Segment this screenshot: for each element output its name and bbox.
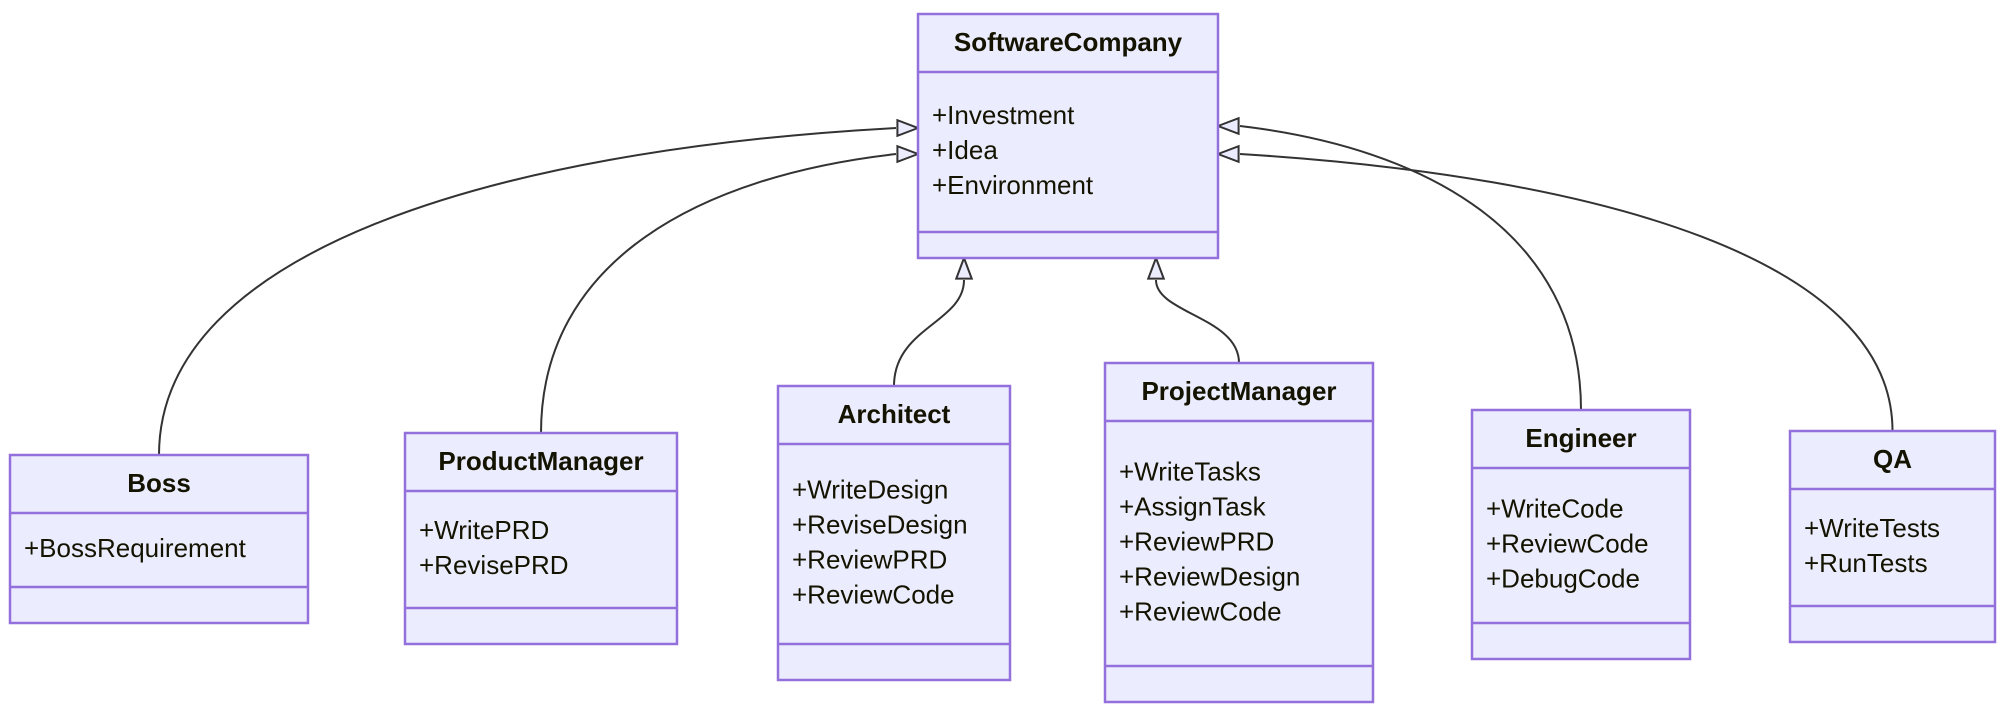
class-title: QA — [1873, 444, 1912, 474]
class-attribute: +ReviseDesign — [792, 509, 968, 539]
inheritance-arrowhead — [954, 255, 974, 280]
class-title: SoftwareCompany — [954, 27, 1183, 57]
class-nodes-layer: SoftwareCompany +Investment +Idea +Environm… — [8, 12, 1997, 704]
class-attribute: +Investment — [932, 100, 1075, 130]
inheritance-edge-productmanager-to-softwarecompany — [540, 153, 897, 434]
class-box-outline — [1103, 361, 1375, 704]
inheritance-edge-architect-to-softwarecompany — [893, 279, 965, 387]
class-node-projectmanager[interactable]: ProjectManager +WriteTasks +AssignTask +Rev… — [1103, 361, 1375, 704]
class-attribute: +WriteTasks — [1119, 456, 1261, 486]
class-attribute: +WritePRD — [419, 515, 549, 545]
class-box-outline — [916, 12, 1220, 260]
class-node-boss[interactable]: Boss +BossRequirement — [8, 453, 310, 625]
class-attribute: +WriteCode — [1486, 493, 1624, 523]
inheritance-edge-boss-to-softwarecompany — [158, 127, 897, 456]
class-title: Engineer — [1525, 423, 1636, 453]
class-title: ProjectManager — [1141, 376, 1336, 406]
class-box-outline — [1470, 408, 1692, 661]
inheritance-edge-engineer-to-softwarecompany — [1239, 125, 1582, 411]
relationship-edges-layer — [158, 116, 1894, 456]
class-attribute: +ReviewCode — [792, 579, 955, 609]
class-attribute: +Idea — [932, 135, 998, 165]
inheritance-arrowhead — [896, 118, 921, 138]
class-attribute: +WriteTests — [1804, 513, 1940, 543]
class-attribute: +ReviewPRD — [792, 544, 947, 574]
class-attribute: +RunTests — [1804, 548, 1928, 578]
class-attribute: +BossRequirement — [24, 533, 247, 563]
inheritance-arrowhead — [896, 144, 921, 164]
class-box-outline — [8, 453, 310, 625]
class-attribute: +WriteDesign — [792, 474, 948, 504]
class-attribute: +AssignTask — [1119, 491, 1267, 521]
class-attribute: +DebugCode — [1486, 563, 1640, 593]
class-node-architect[interactable]: Architect +WriteDesign +ReviseDesign +Revie… — [776, 384, 1012, 682]
class-title: Boss — [127, 468, 191, 498]
inheritance-edge-projectmanager-to-softwarecompany — [1155, 279, 1240, 364]
inheritance-edge-qa-to-softwarecompany — [1239, 153, 1894, 432]
class-node-softwarecompany[interactable]: SoftwareCompany +Investment +Idea +Environm… — [916, 12, 1220, 260]
class-attribute: +ReviewCode — [1486, 528, 1649, 558]
class-attribute: +ReviewDesign — [1119, 561, 1300, 591]
class-attribute: +ReviewCode — [1119, 596, 1282, 626]
class-box-outline — [776, 384, 1012, 682]
class-attribute: +ReviewPRD — [1119, 526, 1274, 556]
class-attribute: +Environment — [932, 170, 1094, 200]
class-title: Architect — [838, 399, 951, 429]
class-node-qa[interactable]: QA +WriteTests +RunTests — [1788, 429, 1997, 644]
class-node-productmanager[interactable]: ProductManager +WritePRD +RevisePRD — [403, 431, 679, 646]
class-node-engineer[interactable]: Engineer +WriteCode +ReviewCode +DebugCode — [1470, 408, 1692, 661]
class-attribute: +RevisePRD — [419, 550, 569, 580]
class-title: ProductManager — [438, 446, 643, 476]
inheritance-arrowhead — [1215, 116, 1240, 136]
inheritance-arrowhead — [1215, 144, 1240, 164]
inheritance-arrowhead — [1146, 255, 1166, 280]
